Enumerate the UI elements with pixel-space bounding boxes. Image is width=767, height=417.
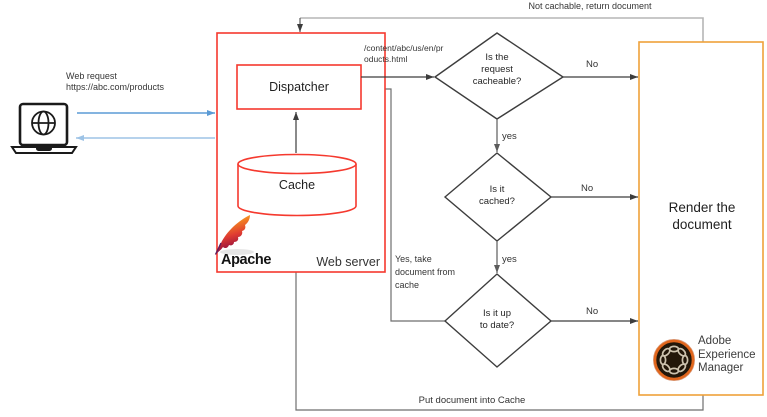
uptodate-no-label: No bbox=[586, 306, 599, 317]
cached-no-label: No bbox=[581, 183, 594, 194]
put-document-label: Put document into Cache bbox=[418, 395, 526, 406]
cacheable-no-label: No bbox=[586, 59, 599, 70]
apache-label: Apache bbox=[221, 252, 271, 268]
globe-icon bbox=[31, 110, 56, 136]
dispatcher-box bbox=[236, 64, 362, 110]
aem-label: Adobe Experience Manager bbox=[698, 335, 756, 374]
arrow-put-document-into-cache bbox=[293, 218, 704, 411]
cache-label: Cache bbox=[278, 178, 316, 192]
renderer-box bbox=[638, 41, 764, 396]
laptop-globe-icon bbox=[10, 102, 78, 154]
cache-cylinder bbox=[237, 153, 357, 217]
yes-take-from-cache-label: Yes, take document from cache bbox=[395, 254, 456, 290]
not-cachable-label: Not cachable, return document bbox=[528, 1, 652, 11]
web-request-label: Web request https://abc.com/products bbox=[66, 71, 165, 92]
cached-yes-label: yes bbox=[502, 254, 517, 265]
decision-cached-label: Is it cached? bbox=[479, 184, 515, 207]
dispatcher-label: Dispatcher bbox=[269, 79, 329, 94]
arrow-not-cachable-return bbox=[297, 17, 704, 42]
decision-uptodate-label: Is it up to date? bbox=[479, 308, 515, 331]
apache-feather-icon bbox=[214, 215, 254, 255]
cacheable-yes-label: yes bbox=[502, 131, 517, 142]
request-url-label: /content/abc/us/en/pr oducts.html bbox=[364, 43, 444, 64]
render-document-label: Render the document bbox=[668, 200, 736, 232]
decision-cacheable-label: Is the request cacheable? bbox=[472, 52, 522, 87]
aem-logo-icon bbox=[653, 339, 695, 381]
webserver-label: Web server bbox=[316, 255, 380, 269]
